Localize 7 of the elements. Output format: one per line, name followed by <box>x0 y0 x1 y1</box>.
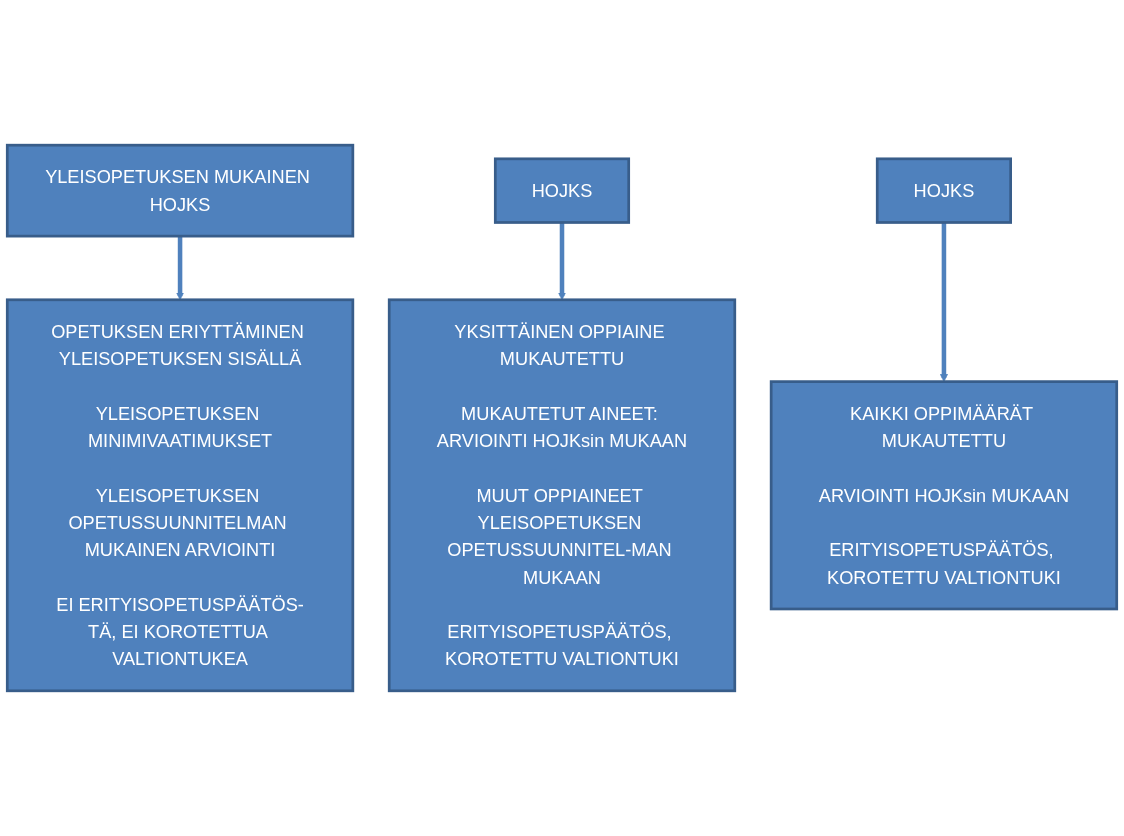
arrow <box>939 222 948 382</box>
node-box: YKSITTÄINEN OPPIAINE MUKAUTETTU MUKAUTETUT AINEET: ARVIOINTI HOJKsin MUKAAN MUUT OPPIAINEET YLEISOPETUKSEN OPETUSSUUNNITEL-MAN MUKAAN ERITYISOPETUSPÄÄTÖS, KOROTETTU VALTIONTUKI <box>387 298 737 693</box>
node-box: KAIKKI OPPIMÄÄRÄT MUKAUTETTU ARVIOINTI HOJKsin MUKAAN ERITYISOPETUSPÄÄTÖS, KOROTETTU VALTIONTUKI <box>769 380 1119 611</box>
node-box: YLEISOPETUKSEN MUKAINEN HOJKS <box>5 143 355 238</box>
node-box: HOJKS <box>875 157 1012 224</box>
node-box: HOJKS <box>493 157 631 224</box>
node-box: OPETUKSEN ERIYTTÄMINEN YLEISOPETUKSEN SISÄLLÄ YLEISOPETUKSEN MINIMIVAATIMUKSET YLEISOPETUKSEN OPETUSSUUNNITELMAN MUKAINEN ARVIOINTI EI ERITYISOPETUSPÄÄTÖS-TÄ, EI KOROTETTUA VALTIONTUKEA <box>5 298 355 693</box>
